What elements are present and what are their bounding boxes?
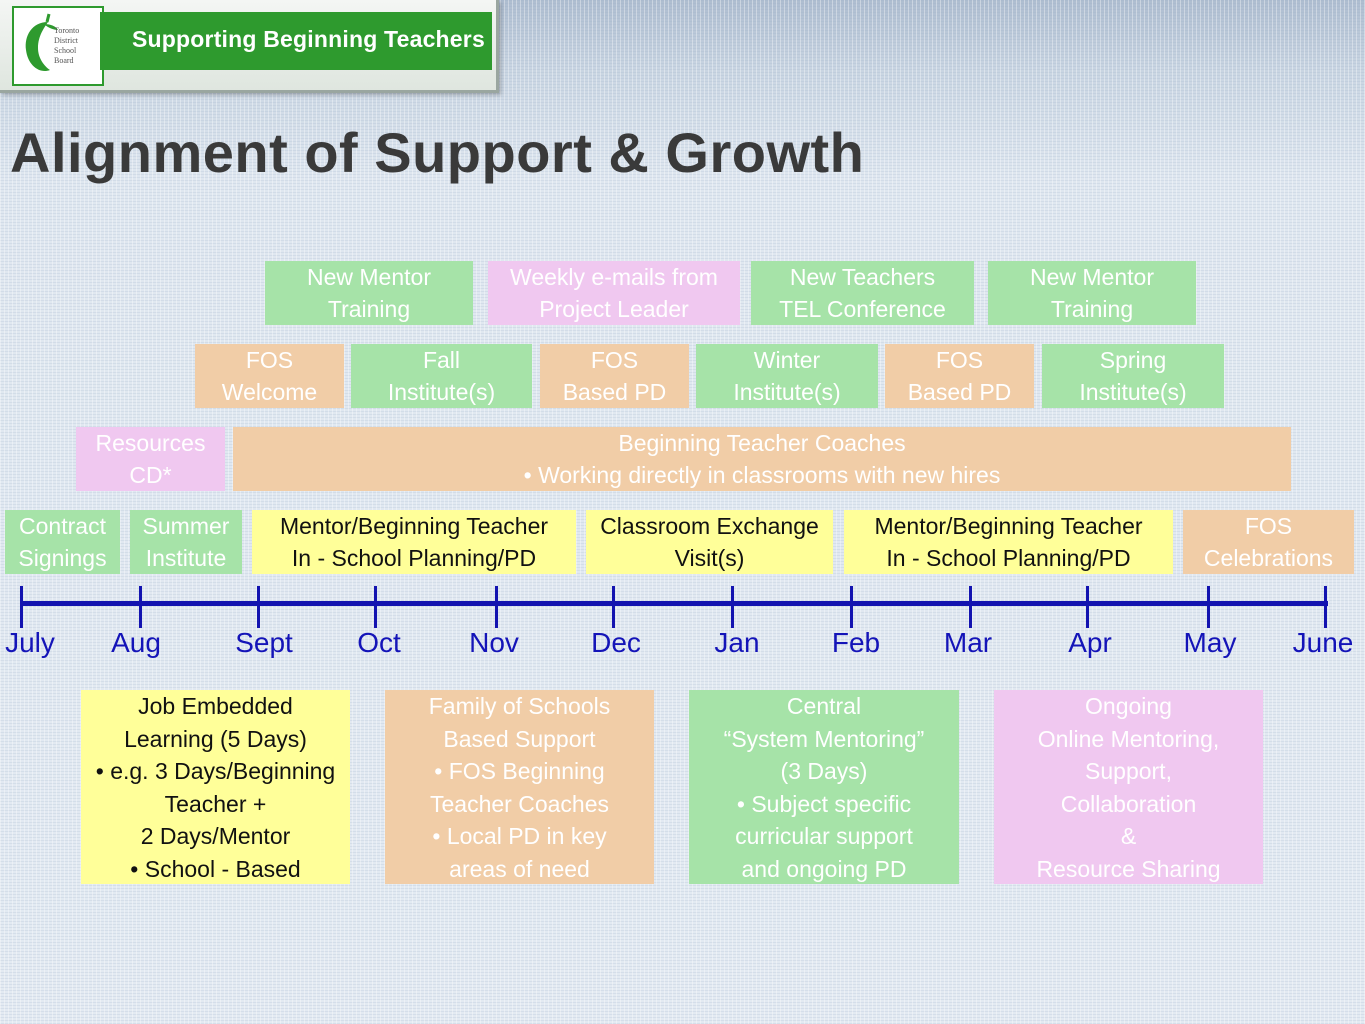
month-label-jan: Jan [714,627,760,658]
timeline-axis [20,601,1328,606]
header-banner: Toronto District School Board Supporting… [0,0,499,93]
month-tick [374,586,377,628]
month-tick [257,586,260,628]
tdsb-logo: Toronto District School Board [12,6,104,86]
month-tick [731,586,734,628]
month-tick [969,586,972,628]
month-tick [139,586,142,628]
ongoing-online-mentoring-box: Ongoing Online Mentoring, Support, Colla… [994,690,1263,884]
apple-logo-icon [25,13,58,72]
beginning-teacher-coaches-box: Beginning Teacher Coaches• Working direc… [233,427,1291,491]
banner-strip: Supporting Beginning Teachers [100,12,492,70]
month-label-apr: Apr [1068,627,1112,658]
month-label-july: July [5,627,55,658]
month-label-may: May [1183,627,1237,658]
central-system-mentoring-box: Central “System Mentoring” (3 Days) • Su… [689,690,959,884]
banner-title: Supporting Beginning Teachers [132,26,485,52]
month-tick [1324,586,1327,628]
family-of-schools-support-box: Family of Schools Based Support • FOS Be… [385,690,654,884]
month-label-dec: Dec [591,627,641,658]
month-label-aug: Aug [111,627,161,658]
month-label-oct: Oct [357,627,401,658]
month-tick [612,586,615,628]
month-tick [1086,586,1089,628]
month-tick [20,586,23,628]
month-label-nov: Nov [469,627,519,658]
month-tick [495,586,498,628]
month-tick [1207,586,1210,628]
month-label-june: June [1292,627,1354,658]
logo-text: Toronto District School Board [54,26,80,65]
month-label-mar: Mar [943,627,993,658]
page-title: Alignment of Support & Growth [10,121,865,184]
job-embedded-learning-box: Job Embedded Learning (5 Days) • e.g. 3 … [81,690,350,884]
month-tick [850,586,853,628]
month-label-sept: Sept [235,627,293,658]
month-label-feb: Feb [831,627,881,658]
